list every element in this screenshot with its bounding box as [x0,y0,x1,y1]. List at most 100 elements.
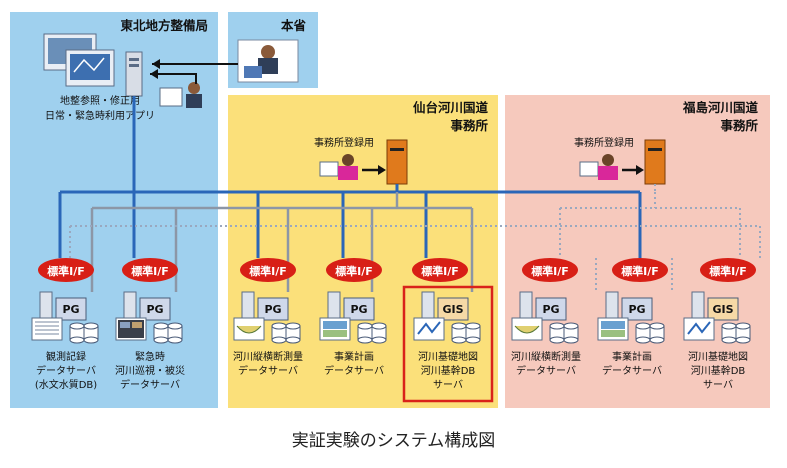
interface-badge: 標準I/F [38,258,94,282]
database-icon [271,322,287,344]
server-tower-icon [123,291,137,319]
operator-icon [237,39,299,83]
server-label-line: 河川基礎地図 [688,350,748,363]
map-icon [413,317,445,341]
server-tag-box [343,297,375,321]
fukushima-registration-label: 事務所登録用 [574,136,634,149]
database-icon [371,322,387,344]
server-label-line: データサーバ [238,364,298,377]
server-label-line: データサーバ [120,378,180,391]
svg-text:標準I/F: 標準I/F [421,264,459,278]
server-tag-box [257,297,289,321]
project-icon [319,317,351,341]
database-icon [357,322,373,344]
svg-text:標準I/F: 標準I/F [335,264,373,278]
svg-text:標準I/F: 標準I/F [531,264,569,278]
server-tag-box [621,297,653,321]
database-icon [635,322,651,344]
server-label-line: 緊急時 [135,350,165,363]
server-tag: GIS [442,303,463,316]
server-tower-icon [241,291,255,319]
fukushima-registration-operator-icon [579,139,666,185]
cross-section-icon [233,317,265,341]
server-tower-icon [327,291,341,319]
server-tag: PG [146,303,163,316]
tohoku-title: 東北地方整備局 [120,18,208,33]
database-icon [563,322,579,344]
interface-badge: 標準I/F [122,258,178,282]
server-label-line: データサーバ [36,364,96,377]
database-icon [69,322,85,344]
svg-text:標準I/F: 標準I/F [621,264,659,278]
interface-badge: 標準I/F [326,258,382,282]
interface-badge: 標準I/F [700,258,756,282]
network-lines [58,96,761,292]
server-tag: PG [62,303,79,316]
interface-badge: 標準I/F [412,258,468,282]
server-tag-box [535,297,567,321]
honsho-title: 本省 [281,18,307,33]
server-tag: PG [542,303,559,316]
database-icon [721,322,737,344]
gis-highlight-frame [402,285,494,403]
video-monitor-icon [115,317,147,341]
server-label-line: 事業計画 [334,350,374,363]
svg-text:標準I/F: 標準I/F [47,264,85,278]
server-label-line: データサーバ [324,364,384,377]
server-label-line: サーバ [433,379,463,391]
fukushima-title-line1: 福島河川国道 [682,100,759,115]
server-label-line: 観測記録 [46,350,86,363]
table-icon [31,317,63,341]
server-label-line: 河川基幹DB [421,364,476,377]
server-group: PG観測記録データサーバ(水文水質DB)PG緊急時河川巡視・被災データサーバPG… [31,291,751,391]
server-label-line: 河川基礎地図 [418,350,478,363]
local-arrow [150,73,197,84]
interface-badge: 標準I/F [522,258,578,282]
server-tower-icon [421,291,435,319]
server-tag: PG [628,303,645,316]
interface-badge: 標準I/F [612,258,668,282]
server-tag: GIS [712,303,733,316]
sendai-region [228,95,498,408]
database-icon [465,322,481,344]
app-label-line2: 日常・緊急時利用アプリ [45,109,155,122]
svg-text:標準I/F: 標準I/F [709,264,747,278]
server-label-line: 事業計画 [612,350,652,363]
server-label-line: 河川巡視・被災 [115,364,185,377]
server-tower-icon [605,291,619,319]
local-operator-icon [159,82,202,108]
database-icon [153,322,169,344]
database-icon [649,322,665,344]
server-label-line: 河川縦横断測量 [233,350,303,363]
server-label-line: 河川縦横断測量 [511,350,581,363]
sendai-registration-operator-icon [319,139,408,185]
sendai-registration-label: 事務所登録用 [314,136,374,149]
map-icon [683,317,715,341]
interface-badge: 標準I/F [240,258,296,282]
database-icon [285,322,301,344]
fukushima-region [505,95,770,408]
svg-text:標準I/F: 標準I/F [131,264,169,278]
server-tag-box [707,297,739,321]
server-label-line: (水文水質DB) [35,378,97,391]
server-tag: PG [264,303,281,316]
server-tower-icon [39,291,53,319]
workstation-icon [43,33,143,97]
database-icon [83,322,99,344]
server-label-line: 河川基幹DB [691,364,746,377]
sendai-title-line1: 仙台河川国道 [413,100,489,115]
svg-text:標準I/F: 標準I/F [249,264,287,278]
app-label-line1: 地整参照・修正用 [60,94,140,107]
server-tag-box [55,297,87,321]
database-icon [549,322,565,344]
cross-section-icon [511,317,543,341]
server-label-line: データサーバ [516,364,576,377]
